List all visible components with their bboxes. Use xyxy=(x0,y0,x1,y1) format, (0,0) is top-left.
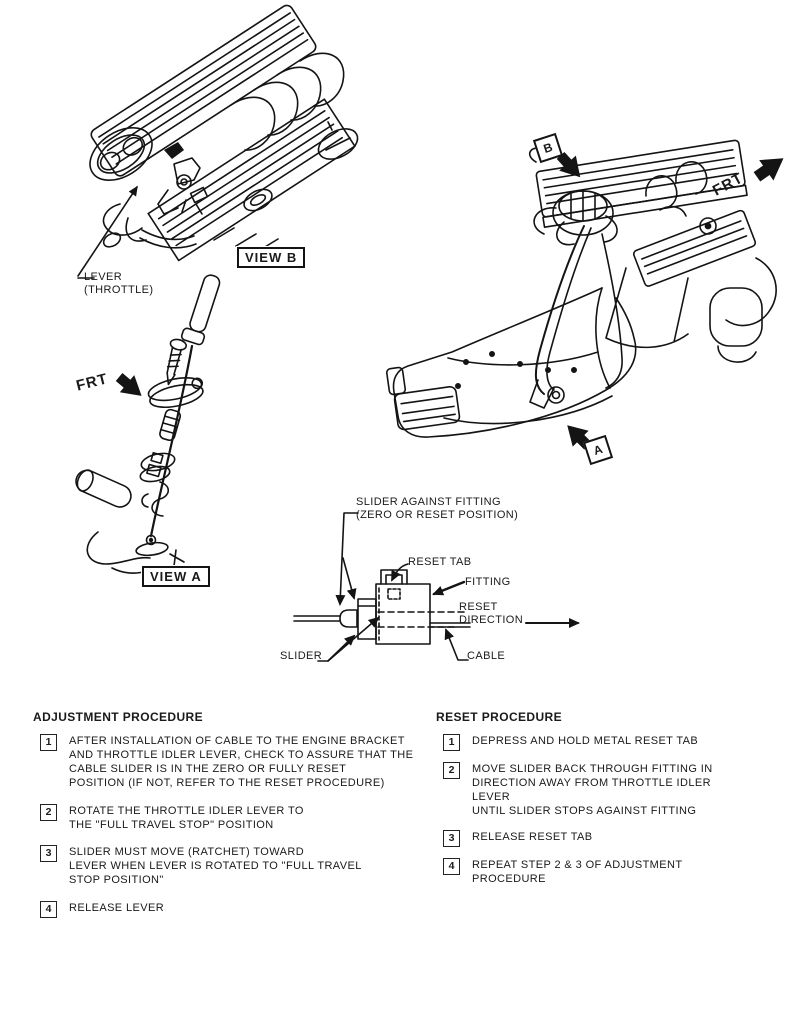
adjustment-step-3: 3 SLIDER MUST MOVE (RATCHET) TOWARD LEVE… xyxy=(33,845,442,888)
view-b-marker-letter: B xyxy=(541,140,555,156)
view-b-direction-arrow xyxy=(556,151,581,178)
step-number-box: 2 xyxy=(40,803,57,821)
step-text: SLIDER MUST MOVE (RATCHET) TOWARD LEVER … xyxy=(69,846,362,887)
step-text: REPEAT STEP 2 & 3 OF ADJUSTMENT PROCEDUR… xyxy=(472,858,683,885)
step-text: DEPRESS AND HOLD METAL RESET TAB xyxy=(472,735,699,747)
reset-procedure-section: RESET PROCEDURE 1 DEPRESS AND HOLD METAL… xyxy=(436,710,736,898)
frt-arrow-view-a xyxy=(115,373,142,396)
step-text: RELEASE RESET TAB xyxy=(472,830,593,843)
step-number-box: 2 xyxy=(443,762,460,779)
reset-procedure-title: RESET PROCEDURE xyxy=(436,710,563,724)
adjustment-step-2: 2 ROTATE THE THROTTLE IDLER LEVER TO THE… xyxy=(33,803,442,833)
step-text: AFTER INSTALLATION OF CABLE TO THE ENGIN… xyxy=(69,735,414,789)
step-number-box: 4 xyxy=(40,901,57,919)
frt-arrow-overview xyxy=(753,158,784,182)
step-text: MOVE SLIDER BACK THROUGH FITTING IN DIRE… xyxy=(472,763,713,817)
cable-callout: CABLE xyxy=(467,650,506,662)
view-a-label: VIEW A xyxy=(142,566,210,587)
step-text: RELEASE LEVER xyxy=(69,902,165,915)
reset-step-2: 2 MOVE SLIDER BACK THROUGH FITTING IN DI… xyxy=(436,762,743,819)
reset-step-4: 4 REPEAT STEP 2 & 3 OF ADJUSTMENT PROCED… xyxy=(436,857,743,887)
reset-step-1: 1 DEPRESS AND HOLD METAL RESET TAB xyxy=(436,734,743,751)
reset-tab-callout: RESET TAB xyxy=(408,556,472,568)
view-b-label: VIEW B xyxy=(237,247,306,268)
engine-transmission-illustration xyxy=(388,118,798,470)
step-number-box: 3 xyxy=(443,829,460,847)
step-number-box: 1 xyxy=(443,734,460,751)
adjustment-procedure-section: ADJUSTMENT PROCEDURE 1 AFTER INSTALLATIO… xyxy=(33,710,438,932)
step-number-box: 1 xyxy=(40,734,57,751)
step-number-box: 3 xyxy=(40,845,57,863)
slider-against-fitting-callout: SLIDER AGAINST FITTING (ZERO OR RESET PO… xyxy=(356,496,519,521)
step-number-box: 4 xyxy=(443,857,460,875)
cable-assembly-illustration xyxy=(52,272,272,572)
lever-throttle-callout: LEVER (THROTTLE) xyxy=(84,271,154,296)
engine-intake-illustration xyxy=(36,4,386,294)
reset-direction-callout: RESET DIRECTION xyxy=(459,601,524,626)
view-a-marker-letter: A xyxy=(591,442,605,458)
adjustment-step-4: 4 RELEASE LEVER xyxy=(33,901,442,919)
adjustment-procedure-title: ADJUSTMENT PROCEDURE xyxy=(33,710,204,724)
reset-step-3: 3 RELEASE RESET TAB xyxy=(436,829,743,847)
fitting-callout: FITTING xyxy=(465,576,511,588)
step-text: ROTATE THE THROTTLE IDLER LEVER TO THE "… xyxy=(69,804,304,831)
slider-fitting-diagram xyxy=(278,488,580,683)
slider-callout: SLIDER xyxy=(280,650,323,662)
adjustment-step-1: 1 AFTER INSTALLATION OF CABLE TO THE ENG… xyxy=(33,734,442,791)
